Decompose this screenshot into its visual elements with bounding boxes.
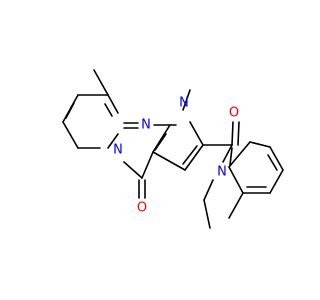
bond — [184, 144, 204, 171]
bond — [62, 121, 79, 149]
bond — [228, 192, 244, 219]
oxygen-atom-label: O — [229, 106, 239, 121]
bond — [269, 169, 284, 194]
nitrogen-atom-label: N — [113, 143, 123, 158]
bond — [203, 199, 211, 229]
bond — [107, 133, 119, 149]
nitrogen-atom-label: N — [179, 96, 189, 111]
bond — [182, 89, 191, 111]
bond — [229, 147, 233, 166]
nitrogen-atom-label: N — [141, 118, 151, 133]
bond — [152, 151, 186, 171]
bond — [65, 102, 75, 119]
bond — [269, 146, 284, 171]
bond — [228, 166, 244, 194]
bond — [104, 103, 113, 117]
nitrogen-atom-label: N — [217, 165, 227, 180]
bond — [231, 121, 234, 146]
bond — [141, 151, 154, 179]
bond — [93, 69, 109, 96]
oxygen-atom-label: O — [137, 201, 147, 216]
bond — [154, 133, 167, 151]
bond — [249, 141, 271, 148]
bond — [189, 121, 204, 146]
bond — [267, 154, 278, 171]
bond-lines — [62, 69, 284, 229]
bond — [182, 145, 198, 165]
molecule-structure: N N N N O O — [62, 69, 284, 229]
bond — [228, 141, 251, 168]
bond — [203, 179, 214, 201]
bond — [237, 121, 240, 146]
atom-labels: N N N N O O — [113, 96, 239, 216]
bond — [222, 144, 233, 163]
bond — [107, 94, 119, 114]
bond — [123, 161, 143, 179]
